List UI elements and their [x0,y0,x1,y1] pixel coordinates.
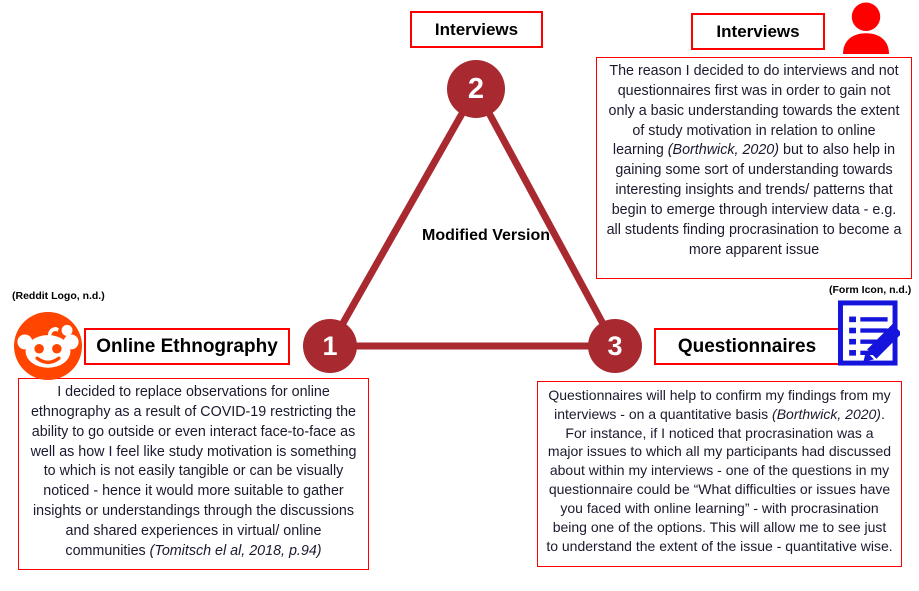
node-1-number: 1 [322,330,338,361]
note-box-online-ethnography: I decided to replace observations for on… [18,378,369,570]
note-questionnaires-text-1: Questionnaires will help to confirm my f… [548,387,891,422]
node-3-questionnaires[interactable]: 3 [588,319,642,373]
note-questionnaires-citation-1: (Borthwick, 2020) [772,405,881,422]
caption-reddit-source: (Reddit Logo, n.d.) [12,290,105,302]
node-2-interviews[interactable]: 2 [447,60,505,118]
note-ethnography-text-1: I decided to replace observations for on… [30,384,357,559]
edge-2-to-3 [472,87,619,348]
node-3-number: 3 [607,330,623,361]
label-box-interviews-top: Interviews [410,11,543,48]
note-questionnaires-text-2: . For instance, if I noticed that procra… [546,405,893,554]
form-icon [838,300,900,366]
caption-form-source: (Form Icon, n.d.) [829,284,912,296]
note-ethnography-citation-1: (Tomitsch el al, 2018, p.94) [149,542,322,559]
node-2-number: 2 [467,72,485,105]
label-box-questionnaires: Questionnaires [654,328,840,365]
label-box-interviews-right: Interviews [691,13,825,50]
node-1-online-ethnography[interactable]: 1 [303,319,357,373]
center-caption-modified-version: Modified Version [421,227,550,244]
note-box-interviews: The reason I decided to do interviews an… [596,57,912,279]
note-interviews-text-2: but to also help in gaining some sort of… [606,142,902,258]
person-icon [843,2,889,54]
reddit-logo-icon [14,312,82,380]
note-box-questionnaires: Questionnaires will help to confirm my f… [537,381,902,567]
label-box-online-ethnography: Online Ethnography [84,328,290,365]
edge-1-to-2 [326,87,480,348]
note-interviews-citation-1: (Borthwick, 2020) [667,142,780,159]
note-interviews-text-1: The reason I decided to do interviews an… [608,63,900,159]
